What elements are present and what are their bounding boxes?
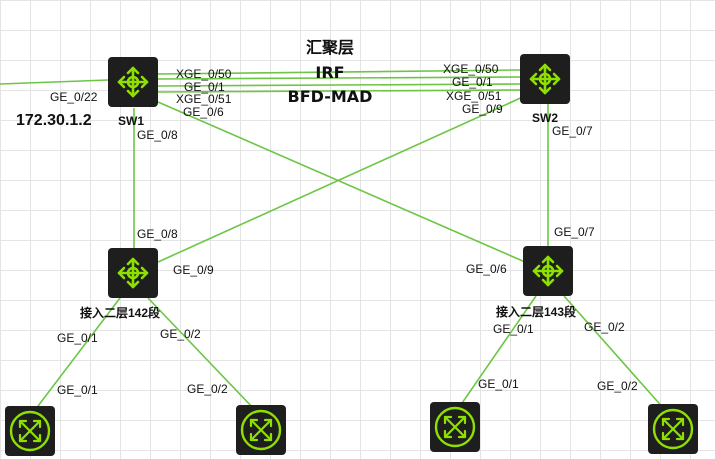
link-bfd bbox=[157, 89, 521, 93]
group-title: 汇聚层 bbox=[306, 38, 354, 57]
switch-access143[interactable] bbox=[523, 246, 573, 296]
switch-icon bbox=[532, 255, 564, 287]
router-endpoint-1[interactable] bbox=[5, 406, 55, 456]
switch-access142[interactable] bbox=[108, 248, 158, 298]
link-sw1-access143 bbox=[157, 101, 526, 263]
link-uplink bbox=[0, 79, 109, 85]
switch-sw1[interactable] bbox=[108, 57, 158, 107]
port-label: XGE_0/50 bbox=[176, 67, 232, 81]
port-label: GE_0/8 bbox=[137, 227, 178, 241]
port-label: GE_0/2 bbox=[597, 379, 638, 393]
port-label: GE_0/7 bbox=[554, 225, 595, 239]
router-endpoint-2[interactable] bbox=[236, 405, 286, 455]
router-icon bbox=[240, 409, 282, 451]
access143-name: 接入二层143段 bbox=[496, 304, 577, 319]
port-label: GE_0/6 bbox=[183, 105, 224, 119]
port-label: GE_0/1 bbox=[57, 331, 98, 345]
link-irf-1 bbox=[157, 69, 521, 75]
bfd-mad-label: BFD-MAD bbox=[288, 87, 373, 106]
switch-sw2[interactable] bbox=[520, 54, 570, 104]
ip-address-label: 172.30.1.2 bbox=[16, 112, 92, 129]
port-label: XGE_0/51 bbox=[446, 89, 502, 103]
link-access143-ep4 bbox=[563, 295, 666, 411]
port-label: GE_0/9 bbox=[462, 102, 503, 116]
switch-icon bbox=[529, 63, 561, 95]
port-label: GE_0/2 bbox=[187, 382, 228, 396]
port-label: GE_0/7 bbox=[552, 124, 593, 138]
port-label: GE_0/2 bbox=[160, 327, 201, 341]
router-endpoint-3[interactable] bbox=[430, 402, 480, 452]
port-label: GE_0/22 bbox=[50, 90, 98, 104]
port-label: XGE_0/50 bbox=[443, 62, 499, 76]
switch-icon bbox=[117, 257, 149, 289]
sw2-name: SW2 bbox=[532, 111, 558, 125]
link-sw2-access142 bbox=[157, 95, 526, 263]
switch-icon bbox=[117, 66, 149, 98]
link-access142-ep1 bbox=[34, 297, 121, 411]
port-label: GE_0/1 bbox=[184, 80, 225, 94]
irf-label: IRF bbox=[315, 63, 344, 82]
router-icon bbox=[652, 408, 694, 450]
router-endpoint-4[interactable] bbox=[648, 404, 698, 454]
link-irf-3 bbox=[157, 83, 521, 87]
port-label: GE_0/1 bbox=[493, 322, 534, 336]
links bbox=[0, 69, 666, 411]
port-label: GE_0/9 bbox=[173, 263, 214, 277]
access142-name: 接入二层142段 bbox=[80, 305, 161, 320]
link-access142-ep2 bbox=[147, 297, 256, 411]
port-label: XGE_0/51 bbox=[176, 92, 232, 106]
port-labels: GE_0/22 XGE_0/50 GE_0/1 XGE_0/51 GE_0/6 … bbox=[50, 62, 638, 397]
router-icon bbox=[9, 410, 51, 452]
port-label: GE_0/1 bbox=[478, 377, 519, 391]
link-irf-2 bbox=[157, 76, 521, 80]
link-access143-ep3 bbox=[459, 295, 537, 407]
port-label: GE_0/1 bbox=[452, 75, 493, 89]
router-icon bbox=[434, 406, 476, 448]
port-label: GE_0/6 bbox=[466, 262, 507, 276]
port-label: GE_0/1 bbox=[57, 383, 98, 397]
port-label: GE_0/8 bbox=[137, 128, 178, 142]
port-label: GE_0/2 bbox=[584, 320, 625, 334]
sw1-name: SW1 bbox=[118, 114, 144, 128]
